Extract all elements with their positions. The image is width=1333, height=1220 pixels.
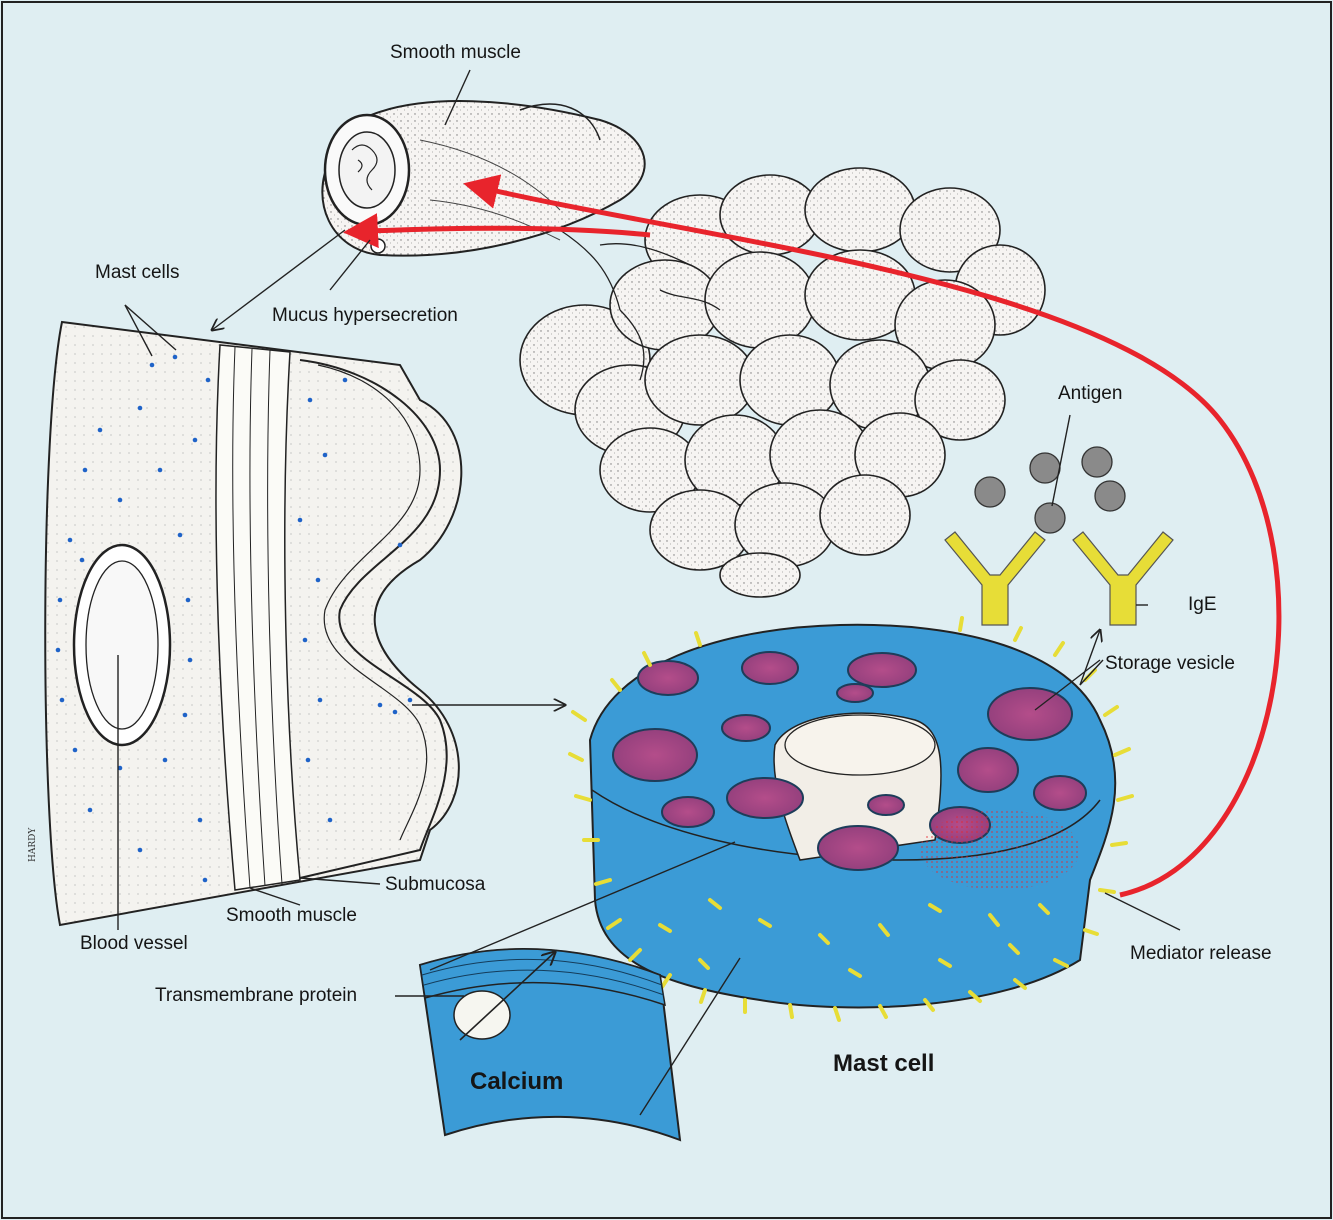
transmembrane-channel [454, 991, 510, 1039]
label-smooth-muscle-bottom: Smooth muscle [226, 905, 357, 927]
airway-wall-section [45, 322, 461, 925]
mediator-release-spray [920, 810, 1080, 890]
ige-antibodies [945, 532, 1173, 625]
artist-signature: HARDY [28, 828, 38, 862]
label-mast-cell: Mast cell [833, 1050, 934, 1078]
label-transmembrane-protein: Transmembrane protein [155, 985, 357, 1007]
label-submucosa: Submucosa [385, 874, 485, 896]
label-smooth-muscle-top: Smooth muscle [390, 42, 521, 64]
label-blood-vessel: Blood vessel [80, 933, 188, 955]
label-ige: IgE [1188, 594, 1217, 616]
label-calcium: Calcium [470, 1068, 563, 1096]
label-mucus-hypersecretion: Mucus hypersecretion [272, 305, 458, 327]
label-mast-cells: Mast cells [95, 262, 179, 284]
antigen-particles [975, 447, 1125, 533]
membrane-slab [420, 949, 680, 1140]
label-storage-vesicle: Storage vesicle [1105, 653, 1235, 675]
label-antigen: Antigen [1058, 383, 1122, 405]
label-mediator-release: Mediator release [1130, 943, 1272, 965]
